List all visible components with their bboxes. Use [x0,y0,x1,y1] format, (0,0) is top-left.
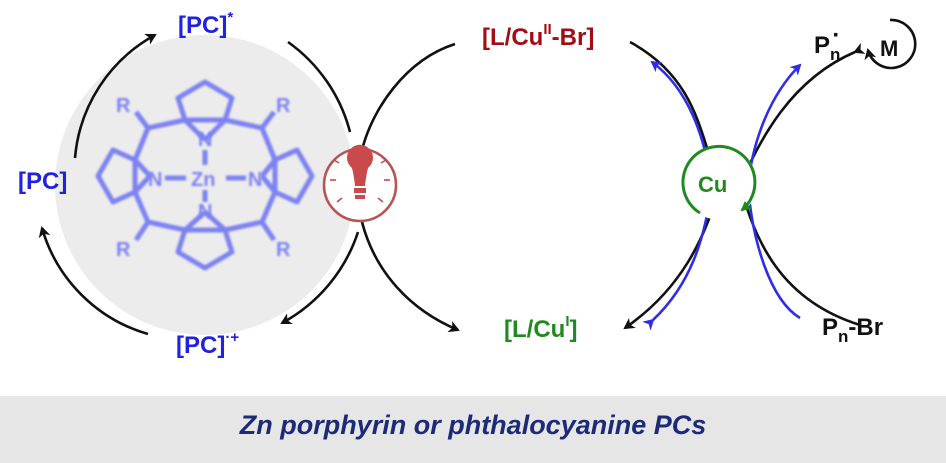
n-atom-right: N [248,169,262,191]
arrow-activation-black [738,42,866,186]
label-propagating-radical: Pn· [814,22,841,64]
n-atom-top: N [198,129,212,151]
label-pc-radical-cation: [PC]·+ [176,329,240,359]
r-group-bottom-right: R [276,239,291,261]
figure-caption: Zn porphyrin or phthalocyanine PCs [239,410,707,440]
zn-porphyrin-structure [95,79,315,271]
n-atom-left: N [148,169,162,191]
zn-atom: Zn [191,169,215,191]
r-group-top-left: R [116,95,131,117]
photocatalyst-background [55,35,355,335]
r-group-bottom-left: R [116,239,131,261]
r-group-top-right: R [276,95,291,117]
arrow-radical-to-ground [38,226,149,336]
label-monomer: M [880,36,899,61]
cu-cycle-icon [681,144,757,220]
arcline-excited-to-lamp [287,40,352,133]
label-dormant-chain: Pn-Br [822,314,884,346]
label-pc-ground: [PC] [18,168,68,195]
label-pc-excited: [PC]* [178,9,234,39]
arrow-lamp-to-radical [280,231,360,325]
n-atom-bottom: N [198,201,212,223]
label-cu1-complex: [L/CuI] [504,313,578,343]
caption-band [0,396,946,463]
label-cu-catalyst: Cu [698,172,728,197]
monomer-cycle-icon [864,18,917,70]
electron-transfer-arrows [360,42,460,333]
porphyrin-labels: Zn N N N N R R R R [116,95,291,261]
photocatalytic-cycle-arrows [38,33,360,336]
arrow-lamp-to-cu1 [360,221,460,333]
arrow-activation-blue-right [746,184,801,320]
arcline-cu2-to-lamp [360,42,456,151]
label-cu2-bromide: [L/CuII-Br] [482,21,595,51]
lightbulb-icon [322,144,398,223]
arrow-ground-to-excited [73,33,157,159]
